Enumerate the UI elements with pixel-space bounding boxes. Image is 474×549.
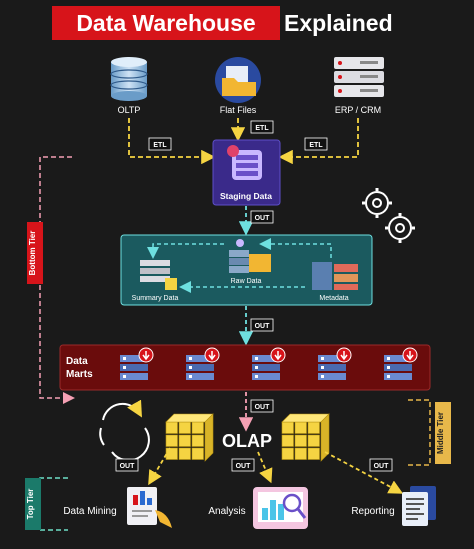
data-marts-line1: Data [66,356,88,367]
summary-data-icon [140,260,177,290]
out-badge-marts-text: OUT [255,404,271,411]
top-tier-bracket [39,477,68,531]
summary-data-label: Summary Data [132,295,179,302]
out-badge-marts: OUT [250,399,274,413]
metadata-icon [312,262,358,290]
middle-tier-label: Middle Tier [436,412,445,454]
top-tier-label: Top Tier [26,489,35,520]
data-mining-icon [127,487,172,528]
reporting-icon [402,486,436,526]
out-badge-storage: OUT [250,318,274,332]
etl-arrow-erp [278,118,359,165]
title-highlight: Data Warehouse [76,10,255,36]
out-badge-storage-text: OUT [255,323,271,330]
staging-data-box: Staging Data [212,139,281,206]
oltp-label: OLTP [118,105,141,115]
staging-label: Staging Data [220,191,272,201]
title: Data Warehouse Explained [52,6,393,40]
data-mart-server-icon [186,347,220,380]
title-rest: Explained [284,10,393,36]
out-badge-data-mining: OUT [115,458,139,472]
out-badge-reporting-text: OUT [374,463,390,470]
out-badge-analysis-text: OUT [236,463,252,470]
reporting-label: Reporting [351,506,394,517]
data-mining-label: Data Mining [63,506,116,517]
data-marts-box: Data Marts [59,344,431,391]
storage-box: Raw Data Summary Data Metadata [120,234,373,306]
top-tier-badge: Top Tier [25,478,41,530]
bottom-tier-badge: Bottom Tier [27,222,43,284]
raw-data-icon [229,239,271,273]
staging-gear-icon [227,145,239,157]
oltp-database-icon [110,57,148,101]
out-badge-analysis: OUT [231,458,255,472]
olap-cube-left-icon [165,413,214,462]
cycle-icon [99,399,150,462]
analysis-label: Analysis [208,506,245,517]
data-mart-server-icon [384,347,418,380]
analysis-icon [253,487,308,529]
erp-crm-label: ERP / CRM [335,105,381,115]
middle-tier-badge: Middle Tier [435,402,451,464]
etl-badge-erp: ETL [304,137,328,151]
olap-label: OLAP [222,431,272,451]
metadata-label: Metadata [319,295,348,302]
data-mart-server-icon [120,347,154,380]
etl-badge-oltp: ETL [148,137,172,151]
data-mart-server-icon [252,347,286,380]
arrow-olap-to-analysis [257,451,273,484]
flat-files-icon [215,57,261,103]
gears-icon [362,188,415,243]
bottom-tier-label: Bottom Tier [28,231,37,276]
etl-badge-oltp-text: ETL [153,142,167,149]
flat-files-label: Flat Files [220,105,257,115]
erp-crm-server-icon [334,57,384,97]
arrow-metadata-to-raw [259,238,332,258]
etl-badge-flat-files-text: ETL [255,125,269,132]
out-badge-staging: OUT [250,210,274,224]
etl-arrow-oltp [128,118,216,165]
arrow-raw-to-summary [147,243,224,259]
out-badge-staging-text: OUT [255,215,271,222]
data-mart-server-icon [318,347,352,380]
title-highlight-box [52,6,280,40]
raw-data-label: Raw Data [231,278,262,285]
etl-badge-erp-text: ETL [309,142,323,149]
olap-cube-right-icon [281,413,330,462]
data-marts-icons [120,347,418,380]
out-badge-data-mining-text: OUT [120,463,136,470]
arrow-olap-to-reporting [324,451,404,494]
etl-badge-flat-files: ETL [250,120,274,134]
out-badge-reporting: OUT [369,458,393,472]
middle-tier-bracket [408,399,431,466]
data-marts-line2: Marts [66,369,93,380]
